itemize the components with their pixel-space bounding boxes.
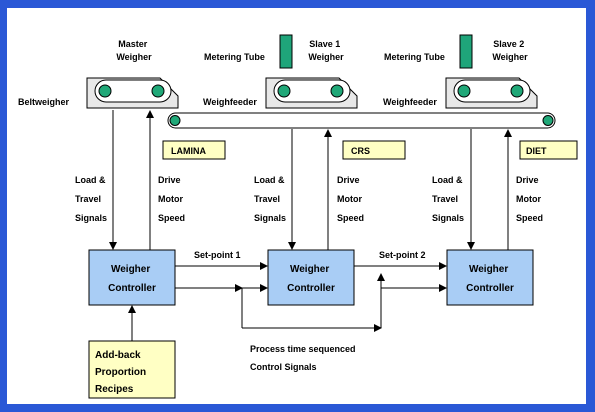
slave2-weigher-conveyor [445, 77, 538, 109]
drive-motor-1-label: Drive Motor Speed [158, 175, 186, 223]
controller-2-box [267, 249, 355, 306]
process-signals-label: Process time sequenced Control Signals [250, 344, 358, 372]
controller-1-box [88, 249, 176, 306]
main-roller-left [169, 115, 181, 126]
controller-2-label: Weigher Controller [287, 264, 335, 294]
slave1-roller-left [277, 84, 291, 98]
weighfeeder-2-label: Weighfeeder [383, 97, 437, 107]
metering-tube-1-shape [279, 34, 293, 69]
beltweigher-label: Beltweigher [18, 97, 70, 107]
crs-tag [342, 140, 406, 160]
load-travel-3-label: Load & Travel Signals [432, 175, 465, 223]
controller-1-label: Weigher Controller [108, 264, 156, 294]
crs-label: CRS [351, 146, 370, 156]
main-roller-right [542, 115, 554, 126]
master-roller-left [98, 84, 112, 98]
master-roller-right [151, 84, 165, 98]
metering-tube-2-label: Metering Tube [384, 52, 445, 62]
slave2-roller-left [457, 84, 471, 98]
setpoint-2-label: Set-point 2 [379, 250, 426, 260]
lamina-tag [162, 140, 226, 160]
slide-background [7, 8, 586, 404]
load-travel-2-label: Load & Travel Signals [254, 175, 287, 223]
master-weigher-conveyor [86, 77, 179, 109]
diet-label: DIET [526, 146, 547, 156]
controller-3-box [446, 249, 534, 306]
addback-label: Add-back Proportion Recipes [95, 350, 149, 395]
setpoint-1-label: Set-point 1 [194, 250, 241, 260]
load-travel-1-label: Load & Travel Signals [75, 175, 108, 223]
lamina-label: LAMINA [171, 146, 206, 156]
metering-tube-2-shape [459, 34, 473, 69]
slave2-weigher-label: Slave 2 Weigher [492, 39, 528, 62]
diet-tag [519, 140, 578, 160]
main-conveyor [167, 112, 556, 129]
slave1-roller-right [330, 84, 344, 98]
controller-3-label: Weigher Controller [466, 264, 514, 294]
slave1-weigher-conveyor [265, 77, 358, 109]
slave2-roller-right [510, 84, 524, 98]
master-weigher-label: Master Weigher [116, 39, 152, 62]
drive-motor-3-label: Drive Motor Speed [516, 175, 544, 223]
slave1-weigher-label: Slave 1 Weigher [308, 39, 344, 62]
metering-tube-1-label: Metering Tube [204, 52, 265, 62]
weighfeeder-1-label: Weighfeeder [203, 97, 257, 107]
drive-motor-2-label: Drive Motor Speed [337, 175, 365, 223]
addback-box [88, 340, 176, 399]
